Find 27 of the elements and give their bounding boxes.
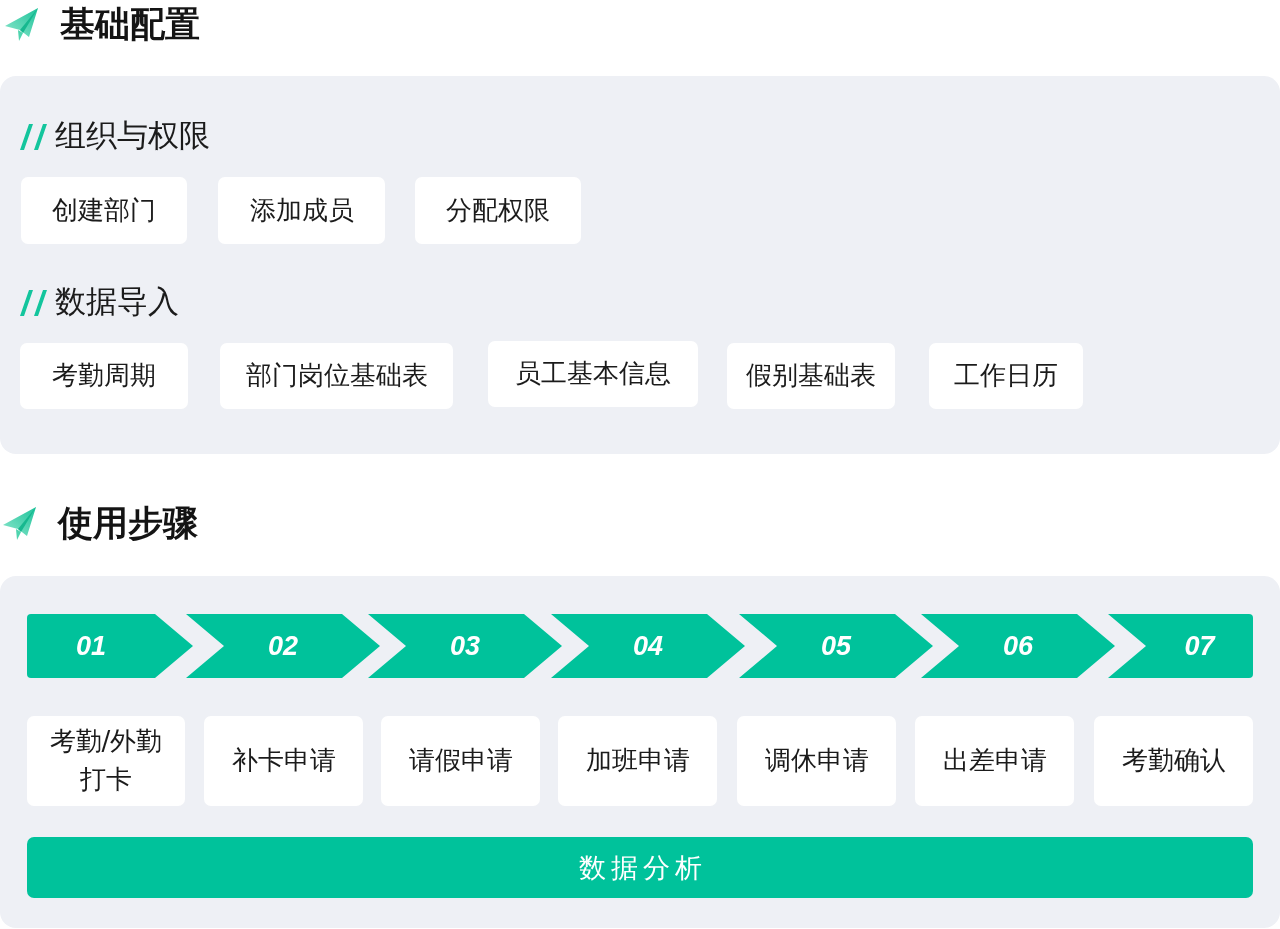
step-box: 加班申请 <box>558 716 717 806</box>
subsection-heading: 组织与权限 <box>55 120 210 151</box>
config-item-box: 创建部门 <box>21 177 187 244</box>
section-heading: 基础配置 <box>60 7 200 42</box>
subsection-heading: 数据导入 <box>55 286 179 317</box>
config-item-box: 假别基础表 <box>727 343 895 409</box>
config-item-box: 员工基本信息 <box>488 341 698 407</box>
step-box: 考勤/外勤打卡 <box>27 716 185 806</box>
step-number-tab: 02 <box>186 614 380 678</box>
step-number-tab: 05 <box>739 614 933 678</box>
step-box: 请假申请 <box>381 716 540 806</box>
summary-bar: 数据分析 <box>27 837 1253 898</box>
step-number-tab: 04 <box>551 614 745 678</box>
step-number-tab: 06 <box>921 614 1115 678</box>
step-number-tab: 03 <box>368 614 562 678</box>
config-item-box: 工作日历 <box>929 343 1083 409</box>
config-item-box: 部门岗位基础表 <box>220 343 453 409</box>
config-item-box: 添加成员 <box>218 177 385 244</box>
step-box: 出差申请 <box>915 716 1074 806</box>
config-item-box: 分配权限 <box>415 177 581 244</box>
step-number-tab: 01 <box>27 614 193 678</box>
step-number-tab: 07 <box>1108 614 1253 678</box>
config-item-box: 考勤周期 <box>20 343 188 409</box>
step-box: 考勤确认 <box>1094 716 1253 806</box>
step-box: 调休申请 <box>737 716 896 806</box>
section-heading: 使用步骤 <box>58 506 198 541</box>
step-box: 补卡申请 <box>204 716 363 806</box>
